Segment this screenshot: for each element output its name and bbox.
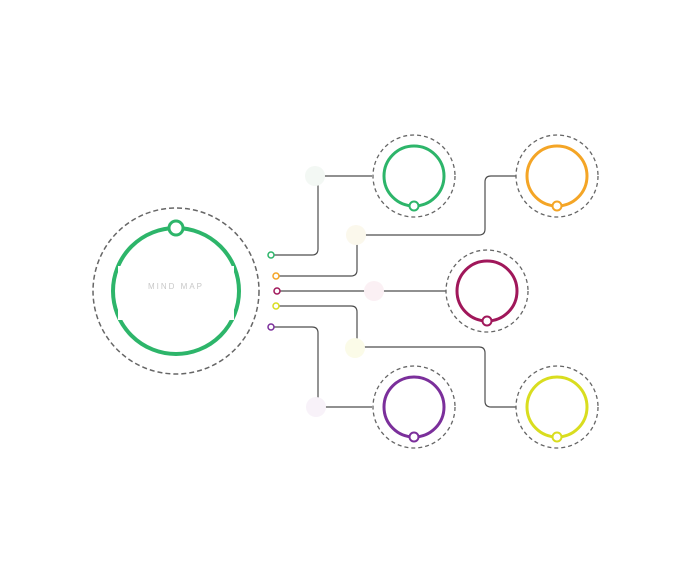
connector-dot-5 xyxy=(267,323,275,331)
node-2-ring-knob xyxy=(551,200,563,212)
node-2-ring xyxy=(525,144,589,208)
node-3-ring xyxy=(455,259,519,323)
node-4-dashed-ring xyxy=(515,365,599,449)
node-1 xyxy=(372,134,456,218)
node-1-ring xyxy=(382,144,446,208)
node-3-dashed-ring xyxy=(445,249,529,333)
connector-dot-2 xyxy=(272,272,280,280)
node-2 xyxy=(515,134,599,218)
node-5-ring-knob xyxy=(408,431,420,443)
faint-icon-4 xyxy=(345,338,365,358)
hub-ring-knob xyxy=(167,219,185,237)
faint-icon-5 xyxy=(306,397,326,417)
hub-dashed-ring xyxy=(92,207,260,375)
connector-lines xyxy=(274,175,516,408)
node-4-ring-knob xyxy=(551,431,563,443)
node-1-dashed-ring xyxy=(372,134,456,218)
connector-dots xyxy=(267,251,281,331)
connector-dot-3 xyxy=(273,287,281,295)
faint-icon-2 xyxy=(346,225,366,245)
faint-icons xyxy=(305,166,384,417)
node-5-dashed-ring xyxy=(372,365,456,449)
node-2-dashed-ring xyxy=(515,134,599,218)
node-5-ring xyxy=(382,375,446,439)
connector-dot-4 xyxy=(272,302,280,310)
hub xyxy=(92,207,260,375)
node-4-ring xyxy=(525,375,589,439)
node-3-ring-knob xyxy=(481,315,493,327)
hub-label: MIND MAP xyxy=(148,282,204,291)
node-5 xyxy=(372,365,456,449)
node-4 xyxy=(515,365,599,449)
connector-node-2 xyxy=(279,175,516,277)
node-3 xyxy=(445,249,529,333)
connector-node-4 xyxy=(279,305,516,408)
faint-icon-3 xyxy=(364,281,384,301)
connector-dot-1 xyxy=(267,251,275,259)
node-1-ring-knob xyxy=(408,200,420,212)
hub-label-panel xyxy=(118,266,234,320)
faint-icon-1 xyxy=(305,166,325,186)
